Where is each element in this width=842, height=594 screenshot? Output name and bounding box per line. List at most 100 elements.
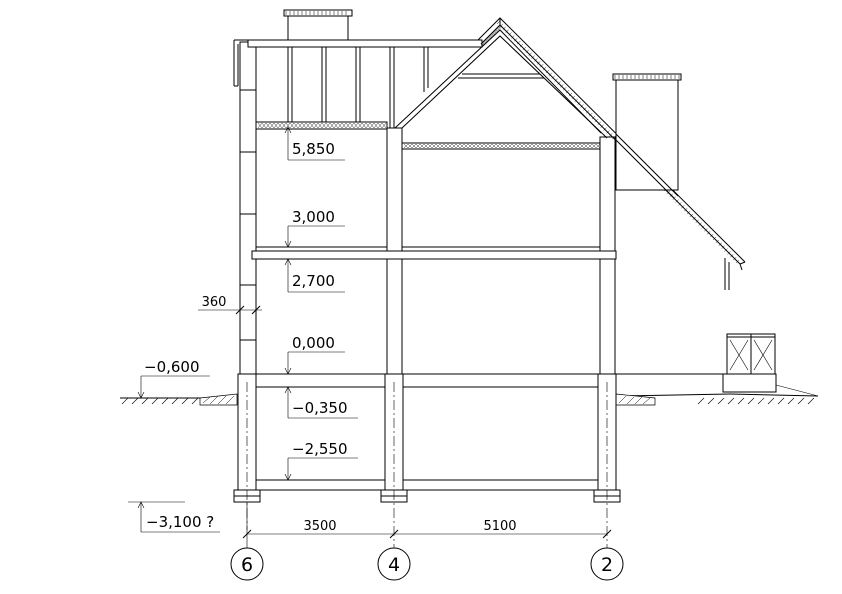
- hatch-stroke: [531, 143, 537, 149]
- hatch-stroke: [717, 397, 725, 405]
- hatch-stroke: [528, 52, 532, 56]
- hatch-stroke: [407, 143, 413, 149]
- level-2700: 2,700: [292, 272, 335, 290]
- hatch-stroke: [525, 49, 529, 53]
- hatch-stroke: [747, 397, 755, 405]
- hatch-stroke: [583, 107, 587, 111]
- hatch-stroke: [579, 143, 585, 149]
- axis-lines: [246, 382, 608, 548]
- hatch-stroke: [545, 69, 550, 74]
- hatch-stroke: [539, 143, 545, 149]
- hatch-stroke: [543, 143, 549, 149]
- hatch-stroke: [381, 122, 387, 129]
- hatch-stroke: [689, 213, 694, 218]
- hatch-stroke: [151, 397, 159, 405]
- hatch-stroke: [787, 397, 795, 405]
- hatch-stroke: [707, 231, 711, 235]
- hatch-stroke: [281, 122, 287, 129]
- hatch-stroke: [575, 143, 581, 149]
- hatch-stroke: [131, 397, 139, 405]
- hatch-stroke: [329, 122, 335, 129]
- hatch-stroke: [419, 143, 425, 149]
- hatch-stroke: [565, 89, 570, 94]
- hatch-stroke: [777, 397, 785, 405]
- hatch-stroke: [523, 143, 529, 149]
- hatch-stroke: [535, 143, 541, 149]
- hatch-stroke: [503, 143, 509, 149]
- hatch-stroke: [265, 122, 271, 129]
- hatch-stroke: [439, 143, 445, 149]
- hatch-stroke: [488, 36, 491, 39]
- hatch-stroke: [537, 61, 541, 65]
- hatch-stroke: [121, 397, 129, 405]
- hatch-stroke: [591, 115, 596, 120]
- blind-area-left: [199, 393, 238, 406]
- roof-overlay: [615, 133, 679, 199]
- hatch-stroke: [727, 397, 735, 405]
- dim-3500: 3500: [303, 519, 336, 534]
- hatch-stroke: [551, 143, 557, 149]
- level-mark-m3100: [128, 501, 220, 533]
- hatch-stroke: [547, 143, 553, 149]
- hatch-stroke: [517, 41, 521, 45]
- hatch-stroke: [502, 26, 506, 30]
- hatch-stroke: [451, 143, 457, 149]
- hatch-stroke: [534, 58, 538, 62]
- hatch-stroke: [563, 143, 569, 149]
- hatch-stroke: [511, 35, 515, 39]
- hatch-stroke: [531, 55, 535, 59]
- hatch-stroke: [559, 143, 565, 149]
- hatch-stroke: [489, 34, 493, 38]
- hatch-stroke: [577, 101, 581, 105]
- hatch-stroke: [349, 122, 355, 129]
- hatch-stroke: [261, 122, 267, 129]
- hatch-stroke: [595, 143, 601, 149]
- hatch-stroke: [672, 196, 676, 200]
- hatch-stroke: [369, 122, 375, 129]
- hatch-stroke: [443, 143, 449, 149]
- hatch-stroke: [495, 29, 498, 32]
- porch-railing: [616, 333, 777, 393]
- hatch-stroke: [724, 248, 728, 252]
- hatch-stroke: [273, 122, 279, 129]
- ground-floor: [239, 41, 617, 375]
- hatch-stroke: [701, 225, 705, 229]
- level-m3100: −3,100 ?: [146, 513, 214, 531]
- hatch-stroke: [337, 122, 343, 129]
- dim-360: 360: [202, 295, 227, 310]
- hatch-stroke: [305, 122, 311, 129]
- hatch-stroke: [495, 143, 501, 149]
- level-5850: 5,850: [292, 140, 335, 158]
- hatch-stroke: [455, 143, 461, 149]
- hatch-stroke: [540, 64, 544, 68]
- hatch-stroke: [727, 251, 731, 255]
- level-m2550: −2,550: [292, 440, 348, 458]
- hatch-stroke: [490, 33, 494, 37]
- hatch-stroke: [686, 210, 691, 215]
- hatch-stroke: [675, 199, 679, 203]
- hatch-stroke: [141, 397, 149, 405]
- level-m0350: −0,350: [292, 399, 348, 417]
- hatch-stroke: [301, 122, 307, 129]
- hatch-stroke: [373, 122, 379, 129]
- hatch-stroke: [515, 143, 521, 149]
- hatch-stroke: [555, 143, 561, 149]
- hatch-stroke: [698, 222, 702, 226]
- level-0000: 0,000: [292, 334, 335, 352]
- hatch-stroke: [597, 121, 601, 125]
- hatch-stroke: [357, 122, 363, 129]
- hatch-stroke: [161, 397, 169, 405]
- hatch-stroke: [574, 98, 578, 102]
- hatch-stroke: [485, 39, 488, 42]
- hatch-stroke: [587, 143, 593, 149]
- hatch-stroke: [317, 122, 323, 129]
- hatch-stroke: [427, 143, 433, 149]
- hatch-stroke: [606, 130, 610, 134]
- hatch-stroke: [519, 43, 524, 48]
- hatch-stroke: [499, 25, 502, 28]
- hatch-stroke: [580, 104, 584, 108]
- hatch-stroke: [692, 216, 696, 220]
- hatch-stroke: [277, 122, 283, 129]
- hatch-stroke: [721, 245, 725, 249]
